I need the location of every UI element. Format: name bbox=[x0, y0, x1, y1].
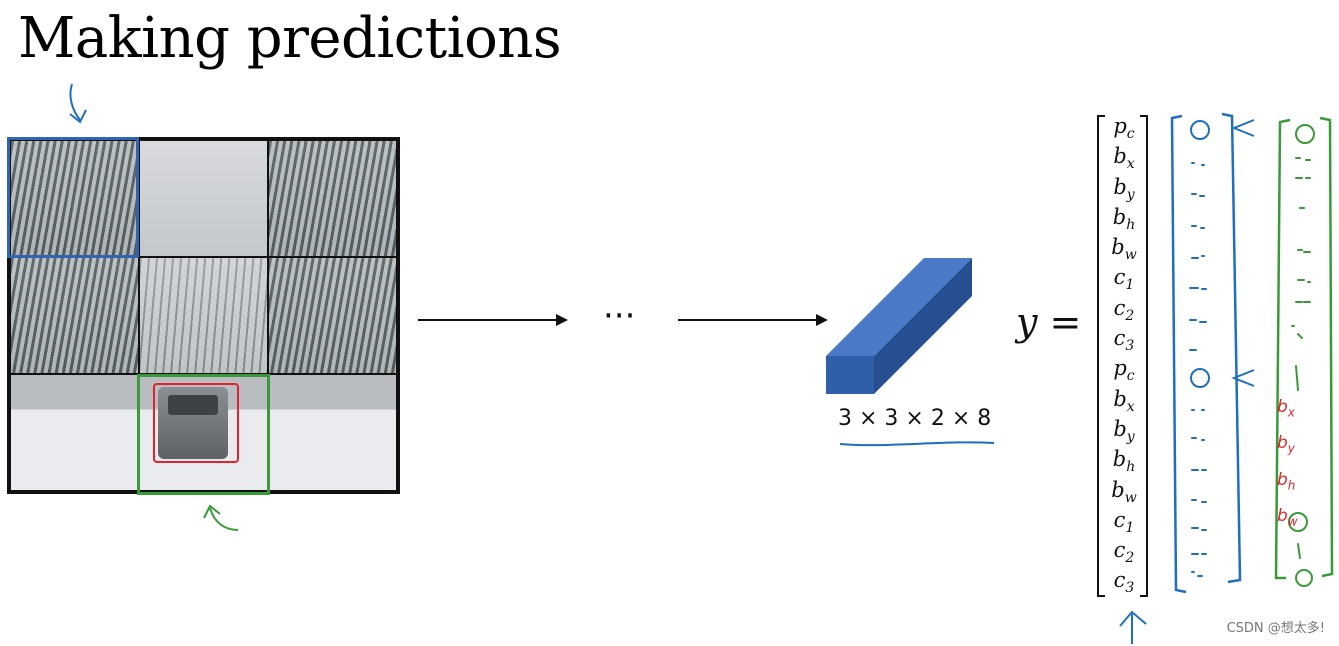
grid-cell bbox=[10, 374, 139, 491]
ellipsis: ··· bbox=[603, 296, 636, 336]
red-value-label: bw bbox=[1277, 506, 1298, 529]
grid-cell bbox=[268, 140, 397, 257]
page-title: Making predictions bbox=[18, 6, 562, 71]
car-image bbox=[158, 387, 228, 459]
green-cell-highlight bbox=[137, 374, 270, 495]
vector-entry: by bbox=[1113, 416, 1135, 446]
arrow-1-line bbox=[418, 319, 558, 321]
vector-entry: c3 bbox=[1113, 568, 1135, 597]
tensor-underline bbox=[839, 441, 995, 447]
vector-pointer-arrow bbox=[1119, 610, 1147, 644]
arrow-2-head bbox=[816, 314, 828, 326]
red-value-label: bh bbox=[1277, 469, 1296, 493]
green-example-vector bbox=[1274, 116, 1334, 587]
vector-entry: by bbox=[1113, 174, 1135, 203]
vector-entry: c2 bbox=[1113, 538, 1135, 567]
grid-cell bbox=[10, 140, 139, 257]
vector-entry: bx bbox=[1113, 144, 1135, 173]
vector-entry: c1 bbox=[1113, 507, 1135, 537]
blue-pointer-arrow bbox=[69, 83, 87, 124]
vector-left-bracket bbox=[1097, 115, 1105, 597]
vector-entry: bw bbox=[1111, 477, 1137, 506]
vector-entry: c3 bbox=[1113, 326, 1135, 355]
vector-entry: bh bbox=[1112, 447, 1136, 476]
grid-cell bbox=[268, 257, 397, 374]
red-value-label: by bbox=[1277, 433, 1295, 456]
red-bounding-box bbox=[153, 383, 239, 463]
grid-cell bbox=[139, 257, 268, 374]
y-equals-label: y = bbox=[1016, 300, 1082, 344]
arrow-1-head bbox=[556, 314, 568, 326]
vector-entry: bx bbox=[1113, 386, 1135, 415]
arrow-2-line bbox=[678, 319, 818, 321]
image-grid bbox=[7, 137, 400, 494]
vector-right-bracket bbox=[1140, 115, 1148, 597]
blue-example-vector bbox=[1170, 112, 1255, 594]
grid-cell bbox=[139, 140, 268, 257]
vector-entry: c2 bbox=[1113, 295, 1135, 324]
grid-cell bbox=[10, 257, 139, 374]
vector-entry: c1 bbox=[1113, 265, 1135, 294]
tensor-shape-label: 3 × 3 × 2 × 8 bbox=[838, 406, 992, 431]
red-box-values: bx by bh bw bbox=[1277, 392, 1298, 538]
blue-cell-highlight bbox=[7, 137, 139, 258]
grid-cell bbox=[268, 374, 397, 491]
vector-entry: bw bbox=[1111, 235, 1137, 264]
watermark: CSDN @想太多! bbox=[1226, 621, 1325, 636]
vector-entry: bh bbox=[1112, 204, 1136, 234]
output-tensor-block bbox=[826, 258, 972, 394]
vector-entry: pc bbox=[1113, 356, 1135, 385]
vector-entry: pc bbox=[1113, 114, 1135, 143]
green-pointer-arrow bbox=[203, 504, 239, 531]
red-value-label: bx bbox=[1277, 397, 1295, 420]
